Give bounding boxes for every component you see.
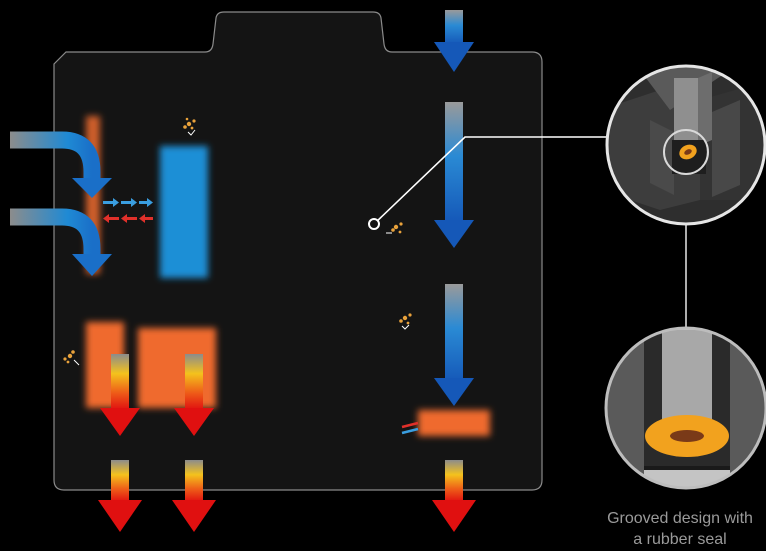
groove-detail-zoom	[604, 326, 766, 490]
particle-cluster-icon	[183, 117, 196, 136]
particle-cluster-icon	[399, 313, 412, 330]
exhaust-arrow-center	[172, 460, 216, 532]
caption-line-1: Grooved design with	[607, 510, 753, 527]
lower-right-component	[418, 410, 490, 436]
caption-line-2: a rubber seal	[633, 531, 727, 548]
blue-heatsink-block	[160, 146, 208, 278]
lower-center-component	[138, 328, 216, 408]
top-intake-arrow	[434, 10, 474, 72]
internal-down-arrow-upper	[434, 102, 474, 248]
internal-hot-arrow-center	[174, 354, 214, 436]
small-warm-flow-arrows	[103, 214, 153, 223]
callout-anchor-icon	[368, 218, 380, 230]
internal-down-arrow-lower	[434, 284, 474, 406]
small-cool-flow-arrows	[103, 198, 153, 207]
small-mixed-flow-arrows	[401, 421, 419, 435]
groove-detail-small	[605, 64, 766, 226]
exhaust-arrow-left	[98, 460, 142, 532]
callout-caption: Grooved design with a rubber seal	[560, 508, 766, 550]
inlet-arrow-bottom	[10, 208, 112, 276]
inlet-arrow-top	[10, 131, 112, 198]
exhaust-arrow-right	[432, 460, 476, 532]
internal-hot-arrow-left	[100, 354, 140, 436]
particle-cluster-icon	[63, 350, 80, 366]
particle-cluster-icon	[386, 222, 403, 234]
